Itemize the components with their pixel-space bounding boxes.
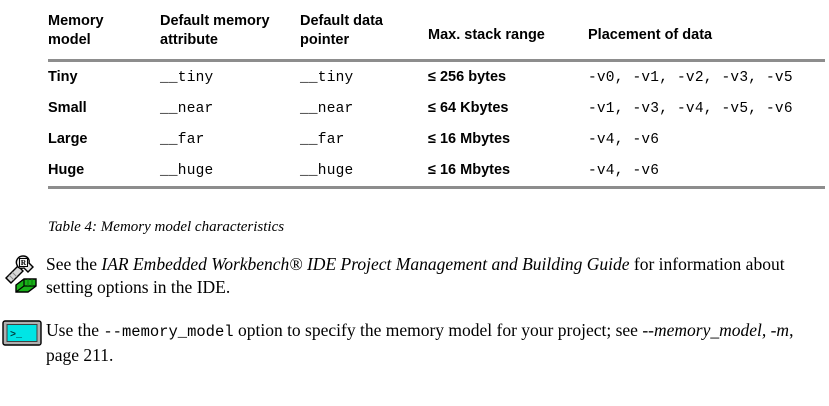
memory-model-table: Memory model Default memory attribute De… — [48, 12, 825, 189]
table-body: Tiny __tiny __tiny ≤ 256 bytes -v0, -v1,… — [48, 61, 825, 188]
table-row: Large __far __far ≤ 16 Mbytes -v4, -v6 — [48, 124, 825, 155]
table-row: Tiny __tiny __tiny ≤ 256 bytes -v0, -v1,… — [48, 61, 825, 94]
command-line-icon: >_ — [2, 318, 46, 360]
column-header-placement-of-data: Placement of data — [588, 27, 713, 43]
cell-placement-of-data: -v0, -v1, -v2, -v3, -v5 — [588, 70, 793, 86]
note-tail-text: for information about setting options in… — [46, 254, 785, 297]
cell-default-data-pointer: __huge — [300, 163, 354, 179]
header-line-2: model — [48, 32, 91, 48]
cell-default-memory-attribute: __far — [160, 132, 205, 148]
cell-placement-of-data: -v1, -v3, -v4, -v5, -v6 — [588, 101, 793, 117]
cell-max-stack-range: ≤ 16 Mbytes — [428, 131, 511, 147]
cell-max-stack-range: ≤ 16 Mbytes — [428, 162, 511, 178]
cell-max-stack-range: ≤ 64 Kbytes — [428, 100, 509, 116]
note-option-code: --memory_model — [103, 323, 234, 341]
table-row: Huge __huge __huge ≤ 16 Mbytes -v4, -v6 — [48, 155, 825, 188]
header-line-1: Default memory — [160, 13, 270, 29]
cell-default-memory-attribute: __huge — [160, 163, 214, 179]
svg-text:R: R — [21, 258, 27, 267]
cell-placement-of-data: -v4, -v6 — [588, 163, 660, 179]
note-lead-text: See the — [46, 254, 102, 274]
cell-memory-model: Huge — [48, 162, 85, 178]
note-mid-text: option to specify the memory model for y… — [233, 320, 643, 340]
cell-memory-model: Small — [48, 100, 87, 116]
note-ide-reference-text: See the IAR Embedded Workbench® IDE Proj… — [46, 252, 826, 299]
table-row: Small __near __near ≤ 64 Kbytes -v1, -v3… — [48, 93, 825, 124]
note-page-reference: , page 211. — [46, 320, 794, 365]
header-line-1: Memory — [48, 13, 104, 29]
cell-placement-of-data: -v4, -v6 — [588, 132, 660, 148]
svg-text:>_: >_ — [10, 330, 23, 341]
note-lead-text: Use the — [46, 320, 104, 340]
table-header: Memory model Default memory attribute De… — [48, 12, 825, 61]
header-line-1: Default data — [300, 13, 383, 29]
cell-default-memory-attribute: __tiny — [160, 70, 214, 86]
cell-default-memory-attribute: __near — [160, 101, 214, 117]
column-header-default-memory-attribute: Default memory attribute — [160, 12, 300, 61]
cell-default-data-pointer: __tiny — [300, 70, 354, 86]
note-command-line-option: >_ Use the --memory_model option to spec… — [2, 318, 826, 367]
cell-memory-model: Tiny — [48, 69, 78, 85]
note-guide-title: IAR Embedded Workbench® IDE Project Mana… — [101, 254, 630, 274]
cell-default-data-pointer: __near — [300, 101, 354, 117]
column-header-default-data-pointer: Default data pointer — [300, 12, 428, 61]
table-header-row: Memory model Default memory attribute De… — [48, 12, 825, 61]
table-caption: Table 4: Memory model characteristics — [48, 219, 285, 235]
note-command-line-text: Use the --memory_model option to specify… — [46, 318, 826, 367]
note-ide-reference: R See the IAR Embedded Workbench® IDE Pr… — [2, 252, 826, 299]
cell-memory-model: Large — [48, 131, 88, 147]
column-header-memory-model: Memory model — [48, 12, 160, 61]
cell-max-stack-range: ≤ 256 bytes — [428, 69, 507, 85]
cell-default-data-pointer: __far — [300, 132, 345, 148]
column-header-max-stack-range: Max. stack range — [428, 27, 545, 43]
ide-tools-icon: R — [2, 252, 46, 294]
header-line-2: attribute — [160, 32, 218, 48]
note-cross-reference: --memory_model, -m — [642, 320, 790, 340]
memory-model-table-wrapper: Memory model Default memory attribute De… — [48, 12, 825, 189]
header-line-2: pointer — [300, 32, 350, 48]
